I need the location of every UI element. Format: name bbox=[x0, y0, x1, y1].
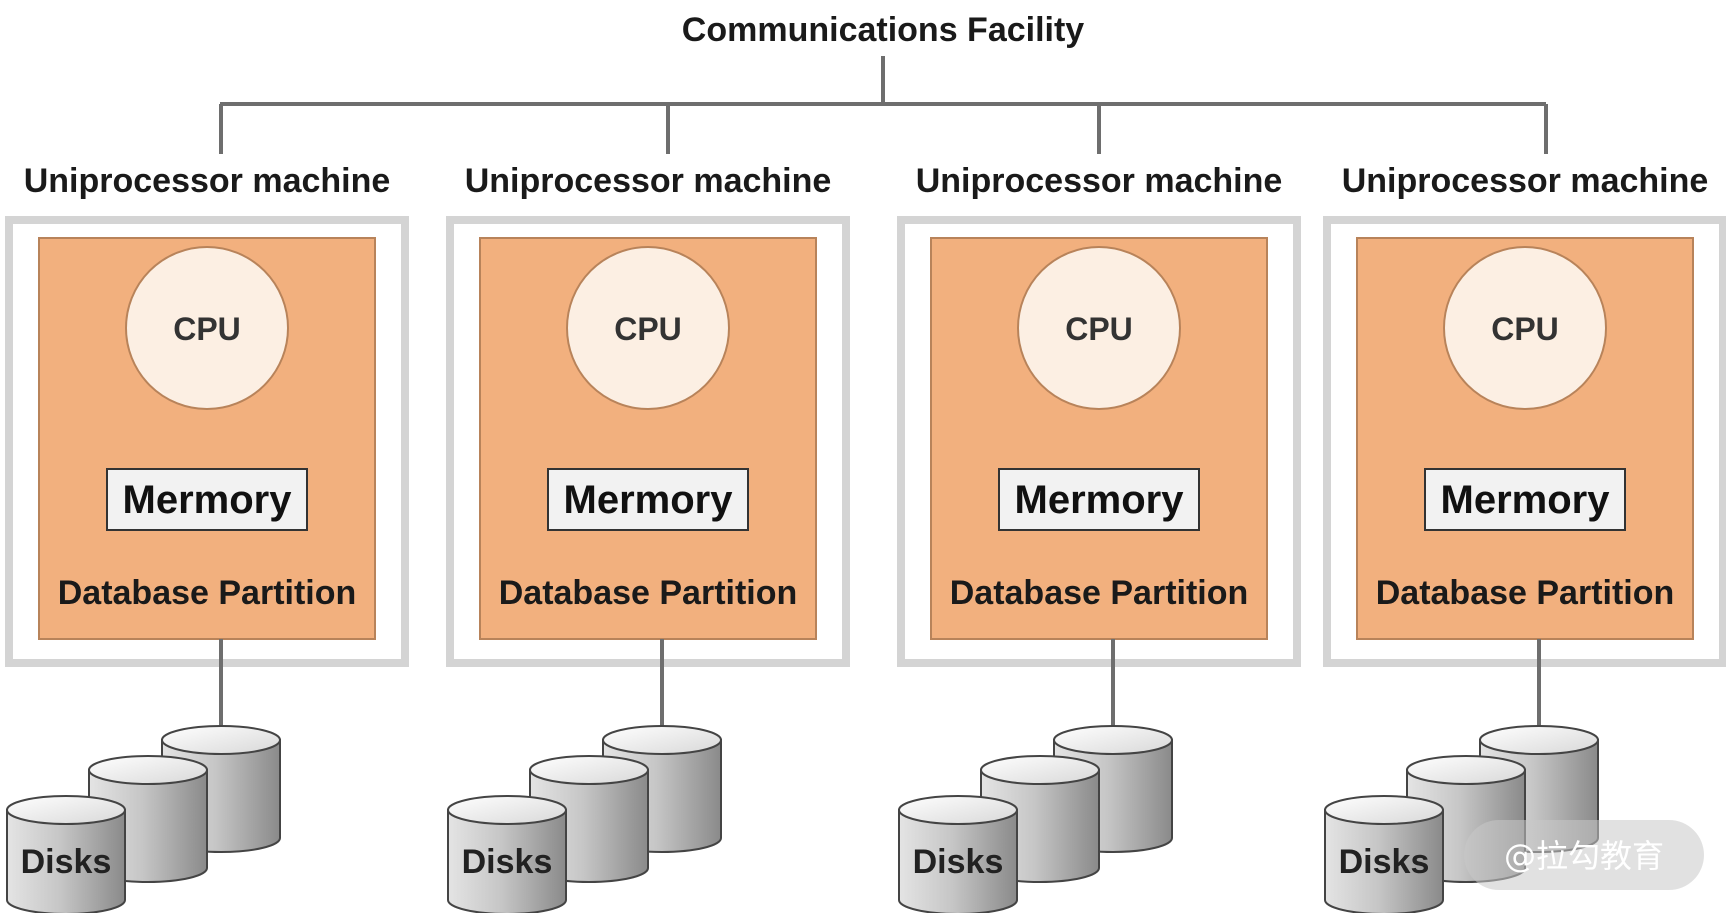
memory-box bbox=[1424, 468, 1626, 531]
disk-cylinder-front bbox=[1324, 795, 1444, 913]
disks-label: Disks bbox=[21, 843, 112, 881]
memory-label: Mermory bbox=[1441, 478, 1611, 522]
disk-stack: Disks bbox=[1324, 725, 1599, 913]
partition-label: Database Partition bbox=[950, 574, 1249, 612]
diagram-title: Communications Facility bbox=[682, 11, 1084, 49]
communications-bus bbox=[219, 56, 1548, 154]
partition-label: Database Partition bbox=[1376, 574, 1675, 612]
cpu-circle bbox=[125, 246, 289, 410]
memory-box bbox=[106, 468, 308, 531]
disks-label: Disks bbox=[462, 843, 553, 881]
machine-label: Uniprocessor machine bbox=[24, 162, 391, 200]
watermark-text: @拉勾教育 bbox=[1504, 837, 1664, 875]
partition-label: Database Partition bbox=[58, 574, 357, 612]
disk-cylinder-front bbox=[447, 795, 567, 913]
disk-stack: Disks bbox=[898, 725, 1173, 913]
disks-label: Disks bbox=[1339, 843, 1430, 881]
machine-label: Uniprocessor machine bbox=[916, 162, 1283, 200]
memory-label: Mermory bbox=[123, 478, 293, 522]
disk-cylinder-front bbox=[6, 795, 126, 913]
machine-label: Uniprocessor machine bbox=[1342, 162, 1709, 200]
partition-label: Database Partition bbox=[499, 574, 798, 612]
disk-stack: Disks bbox=[447, 725, 722, 913]
memory-label: Mermory bbox=[1015, 478, 1185, 522]
cpu-circle bbox=[1443, 246, 1607, 410]
cpu-label: CPU bbox=[614, 311, 682, 347]
cpu-label: CPU bbox=[1065, 311, 1133, 347]
cpu-circle bbox=[566, 246, 730, 410]
disks-label: Disks bbox=[913, 843, 1004, 881]
memory-label: Mermory bbox=[564, 478, 734, 522]
memory-box bbox=[998, 468, 1200, 531]
disk-stack: Disks bbox=[6, 725, 281, 913]
watermark: @拉勾教育 bbox=[1464, 820, 1704, 890]
cpu-label: CPU bbox=[1491, 311, 1559, 347]
cpu-circle bbox=[1017, 246, 1181, 410]
memory-box bbox=[547, 468, 749, 531]
disk-cylinder-front bbox=[898, 795, 1018, 913]
cpu-label: CPU bbox=[173, 311, 241, 347]
machine-label: Uniprocessor machine bbox=[465, 162, 832, 200]
